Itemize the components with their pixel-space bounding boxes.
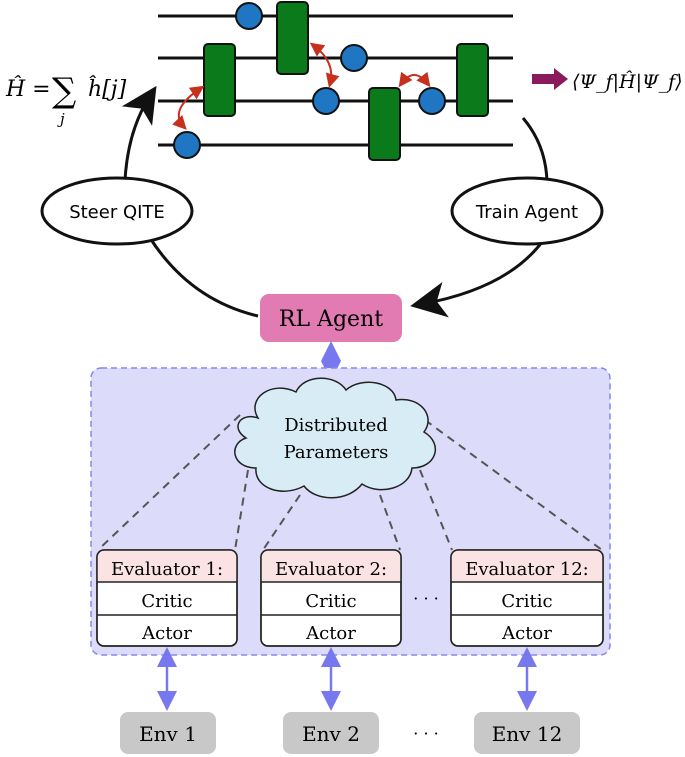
qubit-dot (418, 87, 446, 115)
actor-label: Actor (501, 623, 552, 644)
gate-block (456, 43, 489, 117)
connector-line (419, 469, 453, 551)
gate-block (276, 1, 309, 75)
rl-agent-label: RL Agent (279, 307, 383, 332)
env-label: Env 1 (139, 722, 197, 746)
rl-agent-box (260, 294, 402, 342)
evaluator-title: Evaluator 2: (275, 559, 387, 580)
critic-label: Critic (501, 591, 552, 612)
critic-label: Critic (141, 591, 192, 612)
parameters-cloud: Distributed Parameters (234, 377, 436, 499)
evaluator-header (97, 550, 237, 582)
swap-arrow (309, 42, 340, 88)
connector-line (262, 494, 301, 551)
hamiltonian-term: ĥ[j] (88, 75, 127, 102)
evaluator-outline (450, 549, 604, 647)
connector-line (97, 414, 241, 551)
steer-qite-node (40, 176, 194, 246)
env-box (120, 712, 216, 754)
evaluator-outline (96, 549, 238, 647)
qubit-dot (312, 87, 340, 115)
actor-label: Actor (305, 623, 356, 644)
loop-arc-train-up (521, 117, 549, 183)
output-arrow (532, 68, 568, 90)
qubit-dot (340, 44, 368, 72)
cloud-label-line1: Distributed (284, 415, 388, 436)
cloud-shape (234, 377, 436, 499)
env-box (283, 712, 379, 754)
evaluators-ellipsis: · · · (413, 589, 438, 608)
env-label: Env 2 (302, 722, 360, 746)
swap-arrow (172, 85, 205, 130)
sum-index: j (57, 110, 65, 128)
expectation-value: ⟨Ψ_f|Ĥ|Ψ_f⟩ (572, 70, 683, 93)
sum-symbol: ∑ (52, 71, 76, 111)
gate-block (203, 43, 236, 117)
swap-arrow (398, 71, 431, 88)
loop-arc-steer-up (121, 85, 157, 181)
env-box (474, 712, 580, 754)
steer-qite-label: Steer QITE (69, 202, 165, 223)
hamiltonian-formula: Ĥ = ∑ j ĥ[j] (5, 71, 127, 128)
evaluator-header (451, 550, 603, 582)
actor-label: Actor (141, 623, 192, 644)
connector-line (379, 494, 401, 551)
qubit-dot (173, 131, 201, 159)
quantum-circuit (158, 1, 513, 161)
evaluator-card: Evaluator 12: Critic Actor (450, 549, 604, 647)
loop-arc-steer-down (148, 237, 259, 318)
cloud-label-line2: Parameters (284, 442, 389, 463)
evaluator-card: Evaluator 2: Critic Actor (260, 549, 402, 647)
parameter-connectors (97, 414, 603, 551)
evaluator-outline (260, 549, 402, 647)
evaluator-header (261, 550, 401, 582)
evaluator-title: Evaluator 12: (465, 559, 589, 580)
envs-ellipsis: · · · (413, 724, 438, 743)
connector-line (424, 419, 603, 551)
train-agent-node (450, 176, 604, 246)
evaluator-title: Evaluator 1: (111, 559, 223, 580)
critic-label: Critic (305, 591, 356, 612)
evaluator-card: Evaluator 1: Critic Actor (96, 549, 238, 647)
train-agent-label: Train Agent (475, 202, 578, 223)
hamiltonian-lhs: Ĥ = (5, 75, 51, 102)
env-label: Env 12 (492, 722, 563, 746)
gate-block (368, 87, 401, 161)
qubit-dot (235, 2, 263, 30)
loop-arc-train-down (410, 237, 547, 318)
